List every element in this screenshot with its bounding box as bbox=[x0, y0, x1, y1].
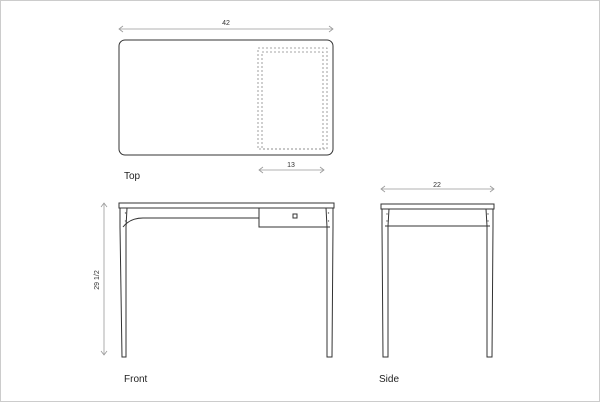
drawer-dimension-arrows bbox=[258, 166, 325, 174]
depth-dimension-arrows bbox=[380, 185, 495, 193]
front-apron-bottom bbox=[122, 217, 330, 228]
side-left-leg bbox=[381, 208, 390, 358]
side-view: 22 Side bbox=[379, 182, 495, 385]
front-right-leg bbox=[325, 207, 334, 358]
height-dimension-arrows bbox=[100, 202, 108, 356]
drawer-dimension-label: 13 bbox=[287, 162, 295, 169]
front-view: 29 1/2 Front bbox=[94, 202, 335, 385]
width-dimension-arrows bbox=[118, 25, 334, 33]
side-right-leg bbox=[485, 208, 494, 358]
drawer-hidden-inner bbox=[261, 51, 324, 150]
front-screw-dots bbox=[124, 212, 330, 222]
width-dimension-label: 42 bbox=[222, 20, 230, 27]
side-view-label: Side bbox=[379, 374, 399, 385]
drawer-hidden-outer bbox=[257, 47, 328, 150]
front-view-label: Front bbox=[124, 374, 148, 385]
top-view-label: Top bbox=[124, 171, 141, 182]
front-left-leg bbox=[119, 207, 128, 358]
side-screw-dots bbox=[386, 213, 489, 222]
front-tabletop bbox=[118, 202, 335, 209]
top-view: 42 13 Top bbox=[118, 20, 334, 182]
depth-dimension-label: 22 bbox=[433, 182, 441, 189]
height-dimension-label: 29 1/2 bbox=[94, 270, 101, 290]
side-tabletop bbox=[380, 203, 495, 210]
desktop-outline bbox=[118, 39, 334, 156]
drawer-pull-icon bbox=[292, 213, 298, 219]
